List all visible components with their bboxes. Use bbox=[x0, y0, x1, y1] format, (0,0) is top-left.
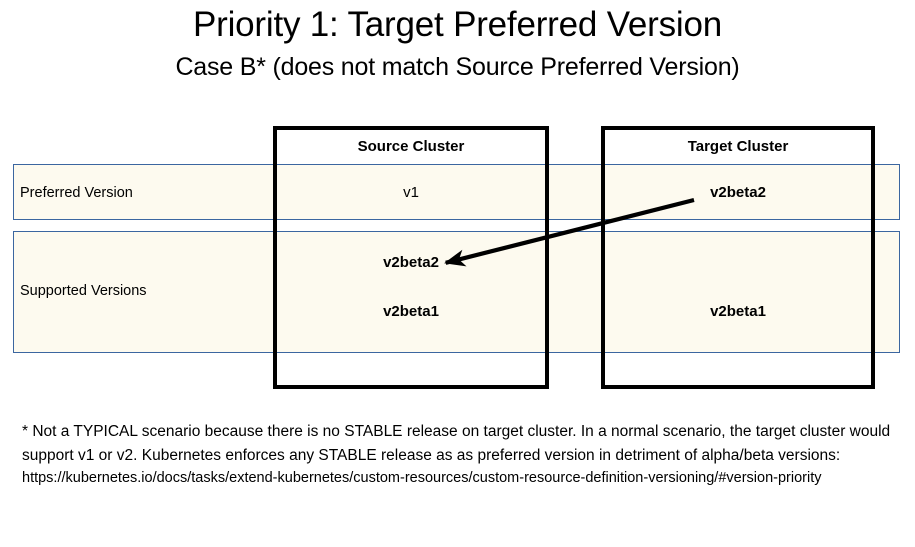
title-block: Priority 1: Target Preferred Version Cas… bbox=[0, 4, 915, 83]
cell-source-supported-version-1: v2beta2 bbox=[383, 254, 439, 271]
footnote: * Not a TYPICAL scenario because there i… bbox=[22, 420, 900, 489]
cell-target-preferred-version: v2beta2 bbox=[710, 184, 766, 201]
cell-target-supported-version-1: v2beta1 bbox=[710, 303, 766, 320]
page-subtitle: Case B* (does not match Source Preferred… bbox=[175, 53, 740, 81]
cluster-box-target bbox=[601, 126, 875, 389]
page-title: Priority 1: Target Preferred Version bbox=[192, 5, 723, 44]
cell-source-supported-version-2: v2beta1 bbox=[383, 303, 439, 320]
row-label-preferred-version: Preferred Version bbox=[20, 185, 133, 201]
footnote-url-link[interactable]: https://kubernetes.io/docs/tasks/extend-… bbox=[22, 470, 822, 486]
column-header-source-cluster: Source Cluster bbox=[277, 138, 545, 155]
row-label-supported-versions: Supported Versions bbox=[20, 283, 147, 299]
column-header-target-cluster: Target Cluster bbox=[605, 138, 871, 155]
cell-source-preferred-version: v1 bbox=[403, 184, 419, 201]
version-comparison-diagram: Preferred Version Supported Versions Sou… bbox=[13, 126, 900, 389]
footnote-body: * Not a TYPICAL scenario because there i… bbox=[22, 423, 891, 464]
